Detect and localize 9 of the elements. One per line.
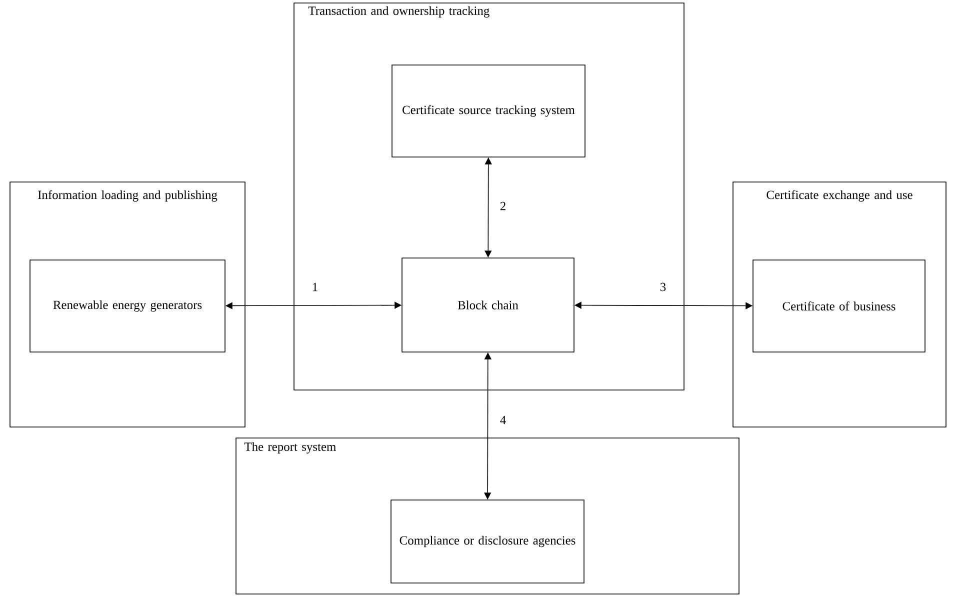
process-box: Certificate of business (752, 260, 926, 352)
process-box: Block chain (402, 258, 574, 352)
edge-label: 4 (498, 414, 508, 426)
process-box: Renewable energy generators (30, 260, 226, 352)
process-box: Certificate source tracking system (392, 64, 586, 158)
edge-label: 2 (498, 200, 508, 212)
process-box: Compliance or disclosure agencies (390, 500, 584, 584)
edge-label: 1 (310, 282, 320, 292)
edge-label: 3 (658, 282, 668, 292)
